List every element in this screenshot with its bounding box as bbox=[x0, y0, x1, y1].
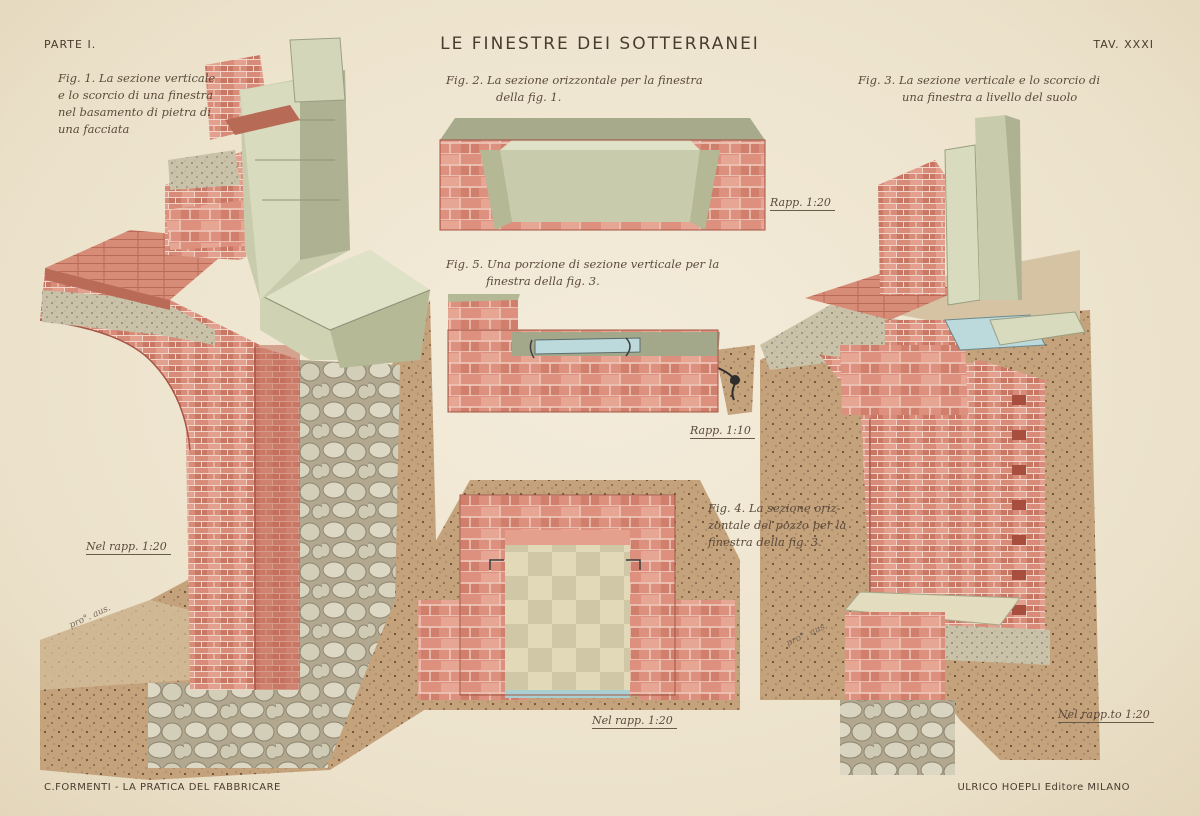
footer-publisher: ULRICO HOEPLI Editore MILANO bbox=[957, 782, 1130, 793]
figure-5-caption-line: finestra della fig. 3. bbox=[486, 274, 600, 288]
figure-1-caption-line: e lo scorcio di una finestra bbox=[58, 88, 213, 102]
plate-title: LE FINESTRE DEI SOTTERRANEI bbox=[440, 34, 760, 54]
figure-3-scale: Nel rapp.to 1:20 bbox=[1058, 708, 1154, 723]
figure-5-scale: Rapp. 1:10 bbox=[690, 424, 755, 439]
figure-1-caption-line: una facciata bbox=[58, 122, 130, 136]
figure-5-caption-line: Fig. 5. Una porzione di sezione vertical… bbox=[446, 257, 720, 271]
figure-3-section bbox=[760, 115, 1100, 775]
figure-5-caption: Fig. 5. Una porzione di sezione vertical… bbox=[446, 256, 719, 290]
figure-1-section bbox=[39, 37, 440, 780]
figure-1-caption-line: nel basamento di pietra di bbox=[58, 105, 212, 119]
figure-2-scale: Rapp. 1:20 bbox=[770, 196, 835, 211]
figure-5-section bbox=[447, 294, 755, 415]
figure-4-plan bbox=[418, 480, 740, 710]
figure-1-caption: Fig. 1. La sezione verticale e lo scorci… bbox=[58, 70, 215, 138]
figure-4-caption: Fig. 4. La sezione oriz- zontale del poz… bbox=[708, 500, 846, 551]
figure-2-section bbox=[439, 118, 766, 231]
footer-author: C.FORMENTI - LA PRATICA DEL FABBRICARE bbox=[44, 782, 281, 793]
figure-3-caption-line: Fig. 3. La sezione verticale e lo scorci… bbox=[858, 73, 1101, 87]
figure-4-caption-line: finestra della fig. 3. bbox=[708, 535, 822, 549]
figure-2-caption-line: Fig. 2. La sezione orizzontale per la fi… bbox=[446, 73, 703, 87]
figure-2-caption: Fig. 2. La sezione orizzontale per la fi… bbox=[446, 72, 703, 106]
figure-1-scale: Nel rapp. 1:20 bbox=[86, 540, 171, 555]
figure-4-scale: Nel rapp. 1:20 bbox=[592, 714, 677, 729]
figure-3-caption: Fig. 3. La sezione verticale e lo scorci… bbox=[858, 72, 1100, 106]
part-label: PARTE I. bbox=[44, 38, 97, 51]
figure-4-caption-line: Fig. 4. La sezione oriz- bbox=[708, 501, 841, 515]
plate-number: TAV. XXXI bbox=[1093, 38, 1154, 51]
figure-2-caption-line: della fig. 1. bbox=[496, 90, 562, 104]
figure-3-caption-line: una finestra a livello del suolo bbox=[902, 90, 1078, 104]
figure-1-caption-line: Fig. 1. La sezione verticale bbox=[58, 71, 216, 85]
figure-4-caption-line: zontale del pozzo per la bbox=[708, 518, 847, 532]
